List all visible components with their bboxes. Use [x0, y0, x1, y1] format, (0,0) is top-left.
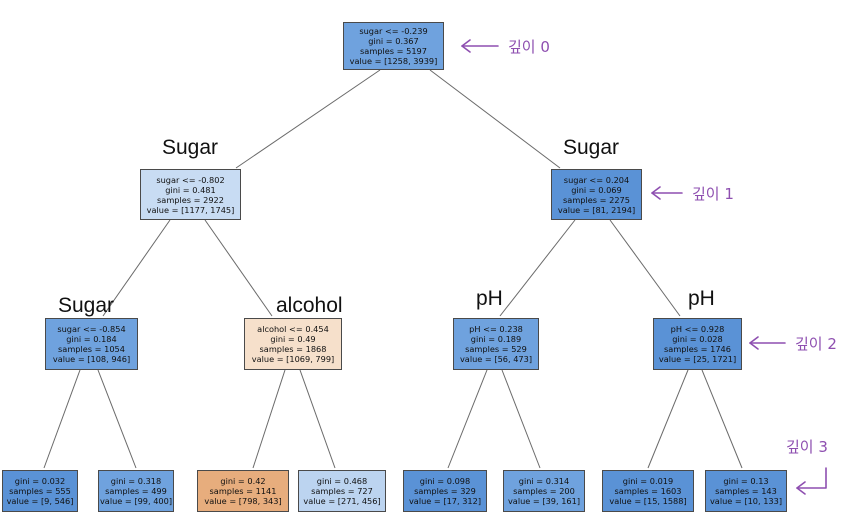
node-gini: gini = 0.13	[723, 476, 769, 486]
node-samples: samples = 555	[9, 486, 71, 496]
node-value: value = [56, 473]	[459, 354, 533, 364]
node-samples: samples = 2275	[563, 194, 630, 205]
node-value: value = [1258, 3939]	[349, 56, 438, 66]
node-condition: sugar <= -0.239	[359, 26, 428, 36]
node-gini: gini = 0.318	[110, 476, 162, 486]
edge-left-ll	[102, 219, 171, 317]
node-condition: sugar <= -0.854	[57, 324, 126, 334]
node-value: value = [1177, 1745]	[146, 204, 235, 215]
tree-node-right: sugar <= 0.204 gini = 0.069 samples = 22…	[551, 169, 642, 220]
edge-right-rl	[499, 219, 576, 317]
node-samples: samples = 727	[311, 486, 373, 496]
edge-lr-lrr	[299, 369, 336, 469]
node-value: value = [108, 946]	[52, 354, 131, 364]
node-samples: samples = 143	[715, 486, 777, 496]
edge-ll-lll	[43, 369, 81, 469]
node-gini: gini = 0.019	[622, 476, 674, 486]
node-gini: gini = 0.367	[368, 36, 419, 46]
feature-label-right: Sugar	[563, 136, 620, 159]
node-condition: pH <= 0.928	[670, 324, 725, 334]
node-gini: gini = 0.49	[270, 334, 316, 344]
node-value: value = [9, 546]	[6, 496, 74, 506]
node-gini: gini = 0.028	[672, 334, 723, 344]
node-value: value = [15, 1588]	[609, 496, 687, 506]
node-samples: samples = 1746	[664, 344, 731, 354]
node-samples: samples = 2922	[157, 194, 224, 205]
node-gini: gini = 0.189	[470, 334, 522, 344]
edge-rl-rlr	[501, 369, 541, 469]
node-samples: samples = 5197	[360, 46, 427, 56]
tree-node-right-left: pH <= 0.238 gini = 0.189 samples = 529 v…	[453, 318, 539, 370]
tree-leaf-5: gini = 0.098 samples = 329 value = [17, …	[403, 470, 487, 512]
edge-ll-llr	[97, 369, 137, 469]
tree-leaf-2: gini = 0.318 samples = 499 value = [99, …	[98, 470, 174, 512]
node-gini: gini = 0.184	[66, 334, 117, 344]
node-value: value = [798, 343]	[204, 496, 282, 506]
depth-note-3: 깊이 3	[786, 438, 828, 456]
feature-label-right-right: pH	[688, 287, 715, 310]
tree-node-left: sugar <= -0.802 gini = 0.481 samples = 2…	[140, 169, 241, 220]
tree-leaf-3: gini = 0.42 samples = 1141 value = [798,…	[197, 470, 289, 512]
node-value: value = [17, 312]	[408, 496, 482, 506]
node-samples: samples = 529	[465, 344, 527, 354]
edge-root-right	[429, 69, 561, 169]
edge-rr-rrr	[701, 369, 743, 469]
depth-note-1: 깊이 1	[692, 185, 734, 203]
node-samples: samples = 499	[105, 486, 167, 496]
edge-root-left	[235, 69, 381, 169]
node-value: value = [1069, 799]	[251, 354, 335, 364]
node-samples: samples = 200	[513, 486, 575, 496]
node-condition: sugar <= -0.802	[156, 174, 225, 185]
node-gini: gini = 0.098	[419, 476, 471, 486]
node-gini: gini = 0.314	[518, 476, 570, 486]
tree-leaf-6: gini = 0.314 samples = 200 value = [39, …	[503, 470, 585, 512]
node-samples: samples = 1868	[259, 344, 327, 354]
tree-node-root: sugar <= -0.239 gini = 0.367 samples = 5…	[343, 22, 444, 70]
node-gini: gini = 0.468	[316, 476, 368, 486]
node-value: value = [39, 161]	[507, 496, 581, 506]
node-gini: gini = 0.069	[571, 184, 622, 195]
edge-rl-rll	[447, 369, 488, 469]
feature-label-right-left: pH	[476, 287, 503, 310]
arrow-depth-3	[796, 467, 827, 495]
node-value: value = [10, 133]	[709, 496, 783, 506]
tree-leaf-1: gini = 0.032 samples = 555 value = [9, 5…	[2, 470, 78, 512]
node-value: value = [99, 400]	[99, 496, 173, 506]
node-condition: sugar <= 0.204	[563, 174, 630, 185]
node-gini: gini = 0.42	[220, 476, 266, 486]
node-gini: gini = 0.032	[14, 476, 66, 486]
tree-leaf-4: gini = 0.468 samples = 727 value = [271,…	[298, 470, 386, 512]
node-samples: samples = 329	[414, 486, 476, 496]
tree-node-left-right: alcohol <= 0.454 gini = 0.49 samples = 1…	[244, 318, 342, 370]
arrow-depth-1	[651, 186, 683, 200]
node-samples: samples = 1054	[58, 344, 125, 354]
node-condition: alcohol <= 0.454	[257, 324, 329, 334]
depth-note-2: 깊이 2	[795, 335, 837, 353]
tree-leaf-8: gini = 0.13 samples = 143 value = [10, 1…	[705, 470, 787, 512]
depth-note-0: 깊이 0	[508, 38, 550, 56]
tree-leaf-7: gini = 0.019 samples = 1603 value = [15,…	[602, 470, 694, 512]
node-samples: samples = 1141	[209, 486, 277, 496]
node-gini: gini = 0.481	[165, 184, 216, 195]
arrow-depth-0	[461, 39, 499, 53]
tree-node-left-left: sugar <= -0.854 gini = 0.184 samples = 1…	[45, 318, 138, 370]
feature-label-left-right: alcohol	[276, 294, 343, 317]
tree-node-right-right: pH <= 0.928 gini = 0.028 samples = 1746 …	[653, 318, 742, 370]
arrow-depth-2	[749, 336, 786, 350]
node-value: value = [81, 2194]	[557, 204, 636, 215]
feature-label-left-left: Sugar	[58, 294, 115, 317]
node-condition: pH <= 0.238	[469, 324, 523, 334]
edge-rr-rrl	[647, 369, 689, 469]
edge-right-rr	[609, 219, 681, 317]
edge-left-lr	[204, 219, 273, 317]
node-samples: samples = 1603	[614, 486, 682, 496]
feature-label-left: Sugar	[162, 136, 219, 159]
edge-lr-lrl	[252, 369, 286, 469]
node-value: value = [271, 456]	[303, 496, 381, 506]
node-value: value = [25, 1721]	[658, 354, 737, 364]
